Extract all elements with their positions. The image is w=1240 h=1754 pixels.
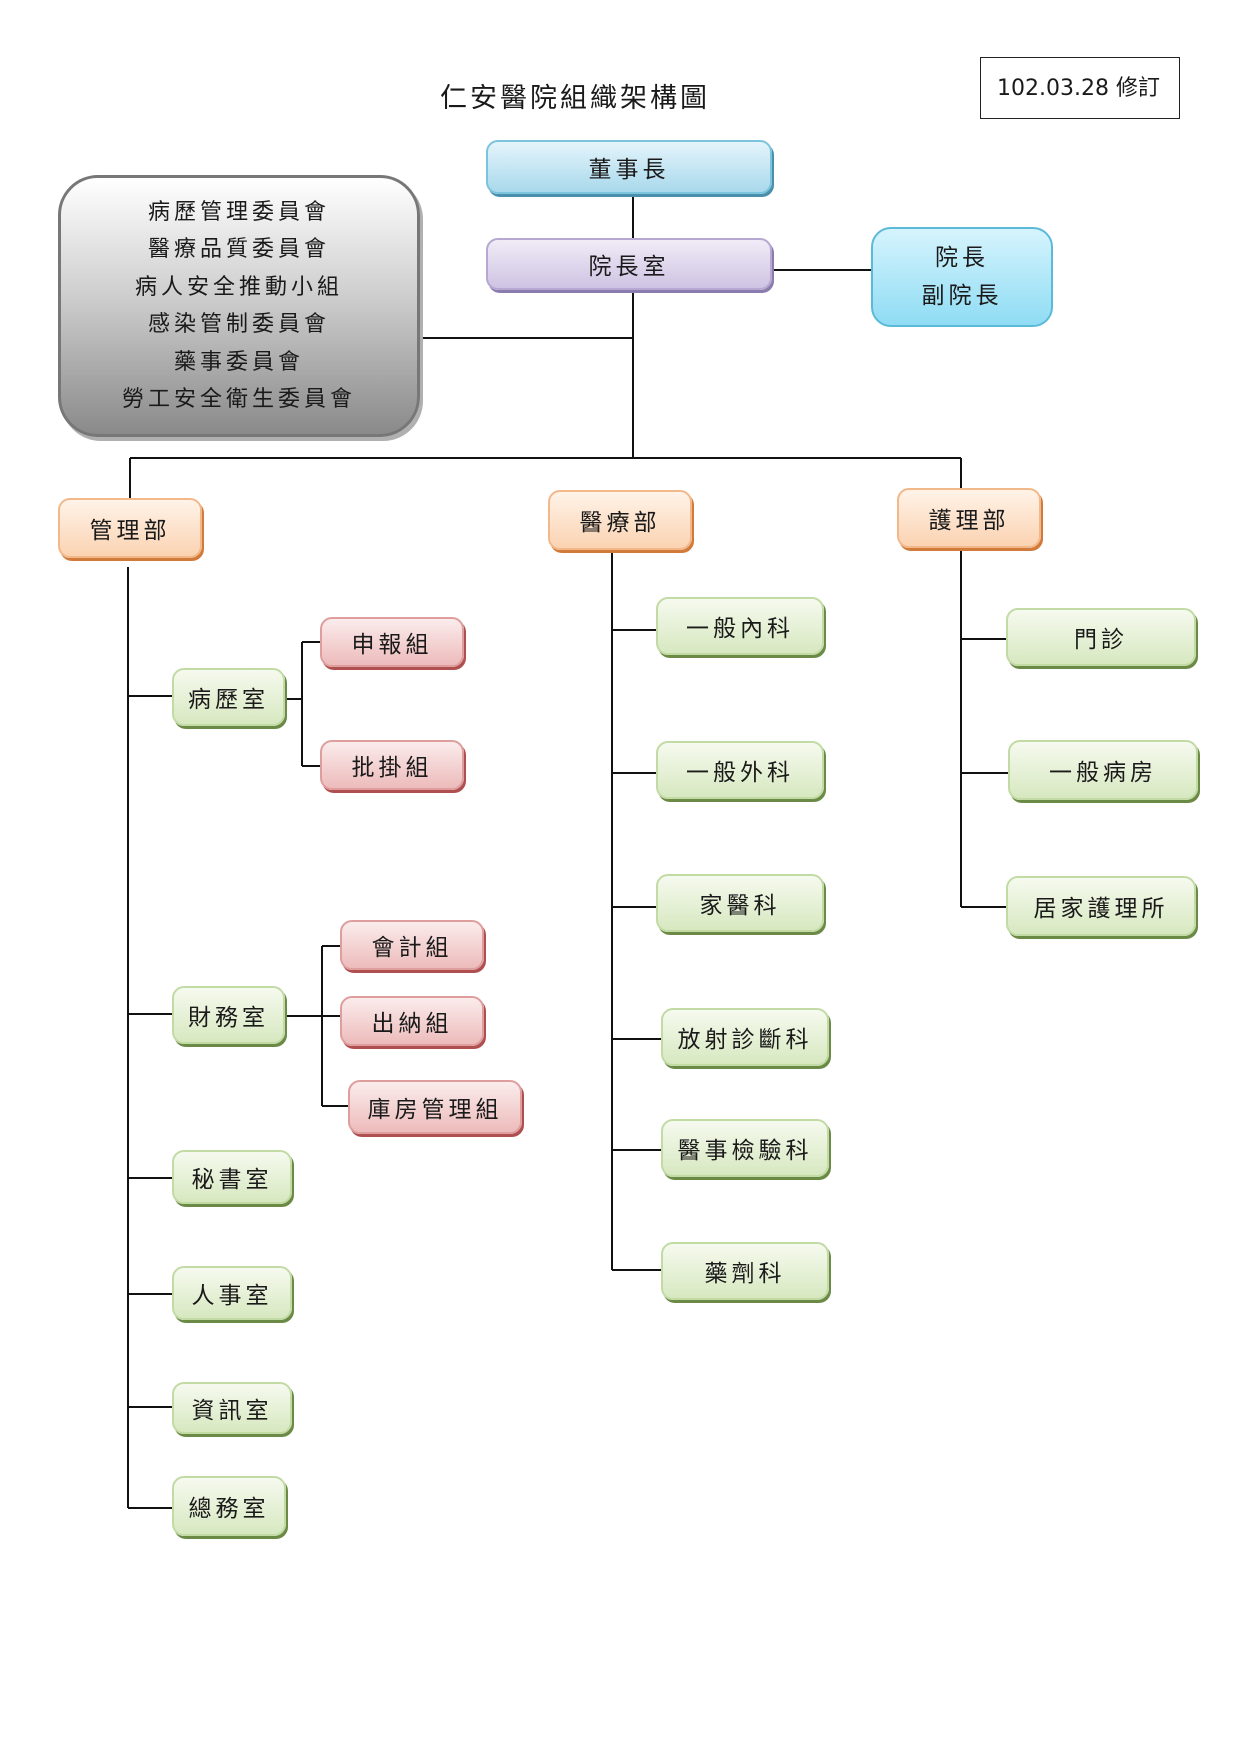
info-room-label: 資訊室 bbox=[191, 1398, 273, 1424]
general-surgery-label: 一般外科 bbox=[686, 760, 794, 786]
home-care-label: 居家護理所 bbox=[1033, 896, 1169, 922]
accounting-unit-box: 會計組 bbox=[340, 920, 484, 970]
nursing-dept-label: 護理部 bbox=[928, 508, 1010, 534]
president-office-box: 院長室 bbox=[486, 238, 772, 290]
cashier-unit-box: 出納組 bbox=[340, 996, 484, 1046]
committees-box: 病歷管理委員會 醫療品質委員會 病人安全推動小組 感染管制委員會 藥事委員會 勞… bbox=[58, 175, 420, 437]
finance-room-box: 財務室 bbox=[172, 986, 285, 1044]
claims-unit-box: 申報組 bbox=[320, 617, 464, 667]
general-affairs-room-box: 總務室 bbox=[172, 1476, 286, 1536]
nursing-dept-box: 護理部 bbox=[897, 488, 1041, 548]
claims-unit-label: 申報組 bbox=[351, 632, 433, 658]
medical-dept-box: 醫療部 bbox=[548, 490, 692, 550]
family-medicine-label: 家醫科 bbox=[699, 893, 781, 919]
family-medicine-box: 家醫科 bbox=[656, 874, 824, 932]
committee-item: 醫療品質委員會 bbox=[147, 237, 330, 262]
records-room-box: 病歷室 bbox=[172, 668, 285, 726]
medical-dept-label: 醫療部 bbox=[579, 510, 661, 536]
cashier-unit-label: 出納組 bbox=[371, 1011, 453, 1037]
secretary-room-label: 秘書室 bbox=[191, 1167, 273, 1193]
vice-president-label: 副院長 bbox=[921, 283, 1003, 309]
personnel-room-label: 人事室 bbox=[191, 1283, 273, 1309]
general-surgery-box: 一般外科 bbox=[656, 741, 824, 799]
outpatient-box: 門診 bbox=[1006, 608, 1196, 666]
president-box: 院長 副院長 bbox=[871, 227, 1053, 327]
records-room-label: 病歷室 bbox=[188, 687, 269, 713]
warehouse-unit-box: 庫房管理組 bbox=[348, 1080, 522, 1134]
radiology-box: 放射診斷科 bbox=[661, 1008, 829, 1066]
general-affairs-room-label: 總務室 bbox=[188, 1496, 270, 1522]
home-care-box: 居家護理所 bbox=[1006, 876, 1196, 936]
committee-item: 感染管制委員會 bbox=[147, 312, 330, 337]
secretary-room-box: 秘書室 bbox=[172, 1150, 292, 1204]
pharmacy-box: 藥劑科 bbox=[661, 1242, 829, 1300]
radiology-label: 放射診斷科 bbox=[677, 1027, 813, 1053]
warehouse-unit-label: 庫房管理組 bbox=[367, 1097, 503, 1123]
president-label: 院長 bbox=[935, 245, 989, 271]
info-room-box: 資訊室 bbox=[172, 1382, 292, 1434]
pharmacy-label: 藥劑科 bbox=[704, 1261, 786, 1287]
chart-title: 仁安醫院組織架構圖 bbox=[440, 83, 710, 114]
registration-unit-box: 批掛組 bbox=[320, 740, 464, 790]
outpatient-label: 門診 bbox=[1074, 627, 1128, 653]
committee-item: 勞工安全衛生委員會 bbox=[121, 387, 356, 412]
management-dept-label: 管理部 bbox=[89, 518, 171, 544]
registration-unit-label: 批掛組 bbox=[351, 755, 433, 781]
chairman-box: 董事長 bbox=[486, 140, 772, 194]
management-dept-box: 管理部 bbox=[58, 498, 202, 558]
general-ward-box: 一般病房 bbox=[1008, 740, 1198, 800]
general-ward-label: 一般病房 bbox=[1049, 760, 1157, 786]
finance-room-label: 財務室 bbox=[188, 1005, 269, 1031]
committee-item: 藥事委員會 bbox=[173, 349, 304, 375]
laboratory-label: 醫事檢驗科 bbox=[677, 1138, 813, 1164]
president-office-label: 院長室 bbox=[588, 254, 670, 280]
accounting-unit-label: 會計組 bbox=[371, 935, 453, 961]
committee-item: 病人安全推動小組 bbox=[134, 274, 343, 300]
laboratory-box: 醫事檢驗科 bbox=[661, 1119, 829, 1177]
committee-item: 病歷管理委員會 bbox=[147, 199, 330, 225]
personnel-room-box: 人事室 bbox=[172, 1266, 292, 1320]
internal-medicine-label: 一般內科 bbox=[686, 616, 794, 642]
internal-medicine-box: 一般內科 bbox=[656, 597, 824, 655]
revision-label: 102.03.28 修訂 bbox=[980, 57, 1180, 119]
chairman-label: 董事長 bbox=[588, 157, 670, 183]
